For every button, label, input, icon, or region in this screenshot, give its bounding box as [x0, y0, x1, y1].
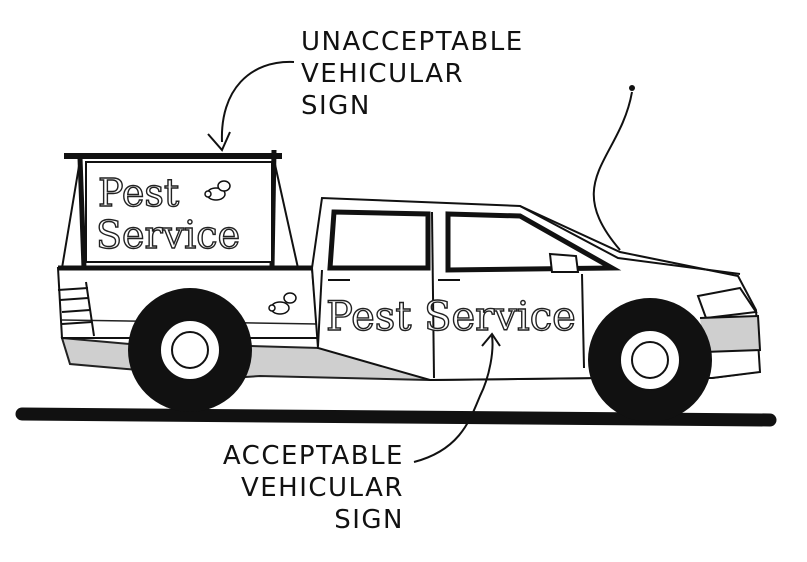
unacceptable-arrow [220, 60, 295, 143]
tailgate-marks [57, 281, 95, 337]
acceptable-callout: ACCEPTABLE VEHICULAR SIGN [186, 440, 404, 536]
bumper [699, 314, 762, 353]
side-mirror [548, 252, 580, 273]
rack-sign-line1: Pest [98, 171, 179, 215]
front-grille [696, 286, 758, 320]
pointer-line [592, 91, 633, 251]
acceptable-arrowhead [481, 332, 501, 347]
unacceptable-line1: UNACCEPTABLE [301, 27, 524, 57]
door-sign-text: Pest Service [326, 294, 576, 340]
acceptable-line3: SIGN [334, 505, 404, 535]
bee-icon [204, 180, 231, 201]
front-wheel [588, 298, 712, 422]
pointer-dot [629, 85, 635, 91]
unacceptable-arrowhead [207, 131, 231, 152]
rack-sign-line2: Service [96, 213, 240, 257]
bee-icon [268, 292, 297, 315]
door-seams [317, 211, 585, 379]
acceptable-arrow [413, 335, 494, 463]
acceptable-line2: VEHICULAR [240, 473, 404, 503]
unacceptable-line3: SIGN [301, 91, 371, 121]
unacceptable-line2: VEHICULAR [301, 59, 465, 89]
rear-window [327, 209, 431, 271]
acceptable-line1: ACCEPTABLE [222, 441, 404, 471]
unacceptable-callout: UNACCEPTABLE VEHICULAR SIGN [301, 26, 524, 122]
rack-sign-board [85, 161, 273, 263]
rear-wheel [128, 288, 252, 412]
hood-line [519, 205, 741, 275]
